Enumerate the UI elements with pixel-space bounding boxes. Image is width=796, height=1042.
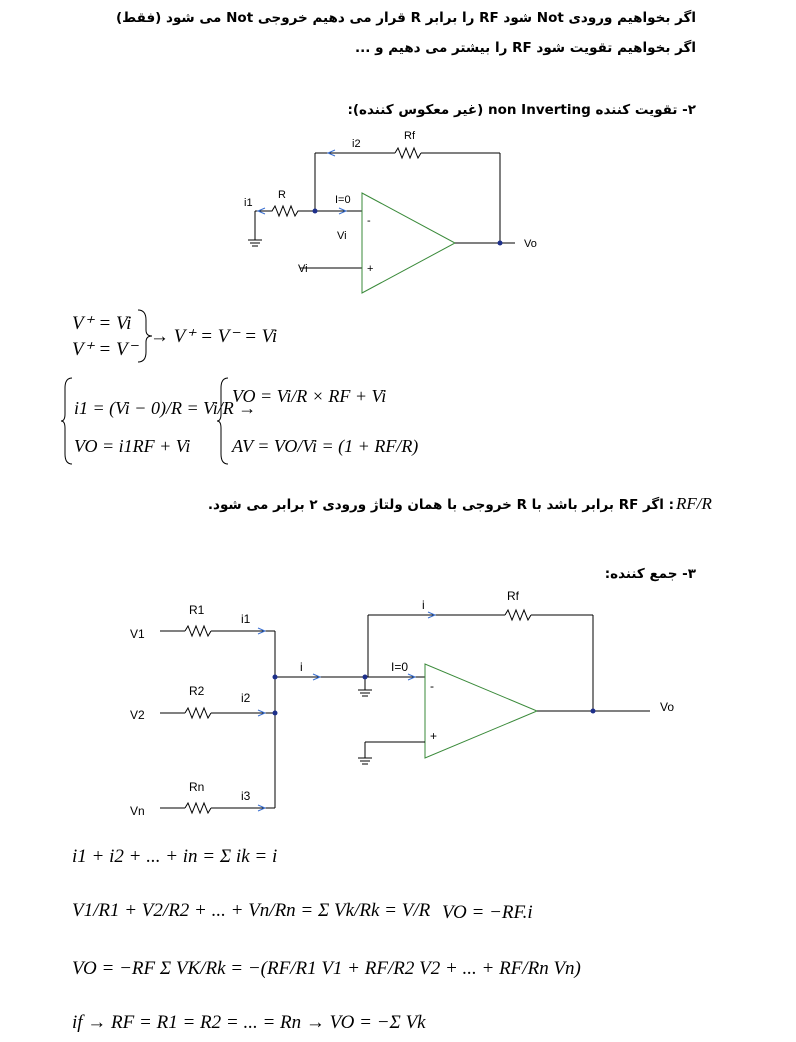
eq-vo-ri: VO = −RF.i — [442, 902, 533, 923]
eq-voltage-ratio-sum: V1/R1 + V2/R2 + ... + Vn/Rn = Σ Vk/Rk = … — [72, 900, 431, 921]
section2-heading: ۲- تقویت کننده non Inverting (غیر معکوس … — [347, 102, 696, 118]
label-i2-2: i2 — [241, 691, 251, 705]
label-i-mid: i — [300, 660, 303, 674]
label-v1: V1 — [130, 627, 145, 641]
brace-left-2 — [60, 377, 73, 465]
label-rn: Rn — [189, 780, 204, 794]
label-vi-input: Vi — [298, 263, 308, 275]
note-text: : اگر RF برابر باشد با R خروجی با همان و… — [207, 497, 674, 513]
eq-vo-i1: VO = i1RF + Vi — [74, 436, 191, 456]
label-v2: V2 — [130, 708, 145, 722]
label-plus-2: + — [430, 729, 437, 743]
label-i3: i3 — [241, 789, 251, 803]
label-i0-2: I=0 — [391, 660, 408, 674]
eq-current-sum: i1 + i2 + ... + in = Σ ik = i — [72, 846, 278, 867]
label-i0: I=0 — [335, 194, 351, 206]
eq-v-plus-v-minus: V⁺ = V⁻ — [72, 339, 138, 360]
non-inverting-circuit: i2 Rf R i1 I=0 Vi Vi Vo - + — [244, 130, 537, 294]
label-i2: i2 — [352, 138, 361, 150]
label-plus: + — [367, 263, 373, 275]
label-rf-2: Rf — [507, 589, 520, 603]
eq-i1: i1 = (Vi − 0)/R = Vi/R → — [74, 398, 257, 418]
label-i1: i1 — [244, 197, 253, 209]
eq-result-1: → V⁺ = V⁻ = Vi — [150, 326, 278, 347]
brace-1 — [137, 309, 153, 363]
label-r2: R2 — [189, 684, 205, 698]
section3-heading: ۳- جمع کننده: — [604, 566, 696, 582]
label-i1-2: i1 — [241, 612, 251, 626]
label-vi-node: Vi — [337, 230, 347, 242]
eq-equal-resistors: if → RF = R1 = R2 = ... = Rn → VO = −Σ V… — [72, 1012, 426, 1033]
eq-gain: AV = VO/Vi = (1 + RF/R) — [232, 436, 419, 456]
label-vn: Vn — [130, 804, 145, 818]
label-r1: R1 — [189, 603, 205, 617]
summing-circuit: Rf i R1 i1 V1 i I=0 R2 i2 V2 Rn i3 Vn Vo… — [130, 589, 674, 818]
label-i-top: i — [422, 598, 425, 612]
label-minus: - — [367, 215, 371, 227]
label-vo-2: Vo — [660, 700, 674, 714]
text-line-2: اگر بخواهیم تقویت شود RF را بیشتر می دهی… — [355, 40, 696, 56]
brace-right-2 — [216, 377, 229, 465]
eq-v-plus-vi: V⁺ = Vi — [72, 313, 132, 334]
label-rf: Rf — [404, 130, 416, 142]
label-vo: Vo — [524, 238, 537, 250]
eq-vo-vi: VO = Vi/R × RF + Vi — [232, 386, 387, 406]
label-minus-2: - — [430, 679, 434, 693]
eq-note-fraction: RF/R — [676, 494, 712, 513]
label-r: R — [278, 189, 286, 201]
text-line-1: اگر بخواهیم ورودی Not شود RF را برابر R … — [115, 10, 696, 26]
eq-vo-sum: VO = −RF Σ VK/Rk = −(RF/R1 V1 + RF/R2 V2… — [72, 958, 581, 979]
